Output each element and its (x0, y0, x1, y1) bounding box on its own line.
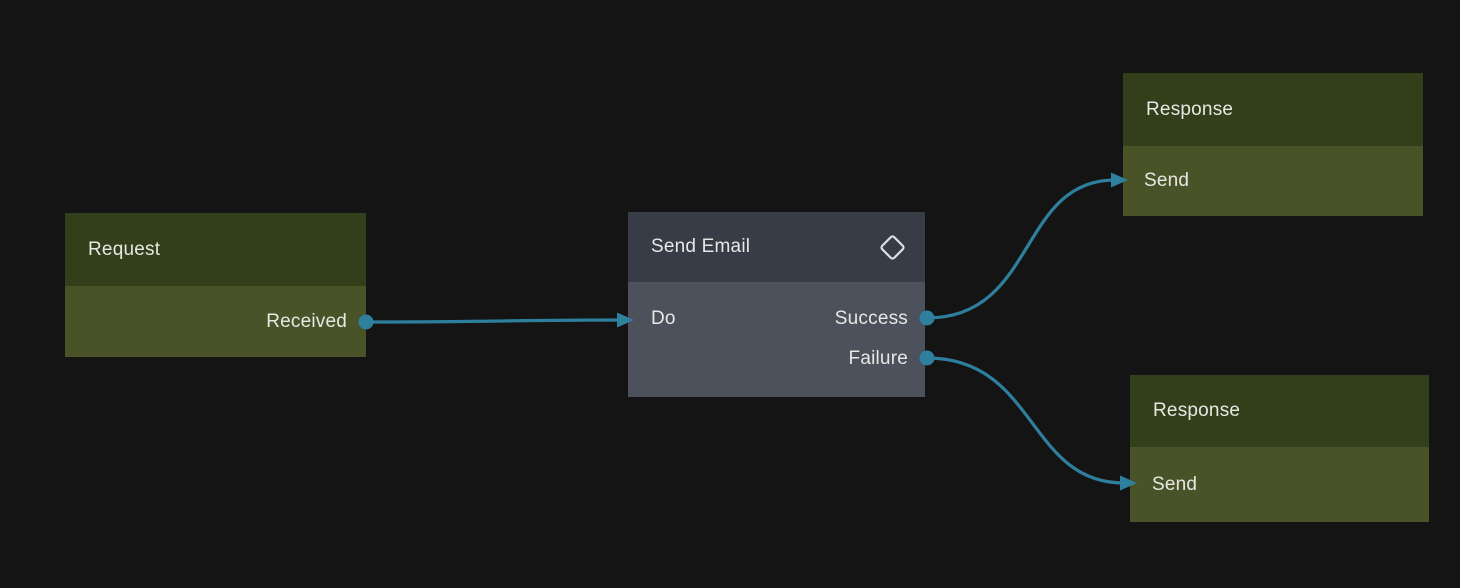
output-port-handle-request-received[interactable] (358, 314, 374, 330)
input-port-arrow-response-top-send[interactable] (1111, 172, 1128, 188)
diamond-icon (879, 234, 906, 261)
node-response-top-header: Response (1123, 73, 1423, 146)
node-response-bottom-header: Response (1130, 375, 1429, 447)
input-port-arrow-response-bottom-send[interactable] (1120, 475, 1137, 491)
node-title: Response (1153, 400, 1241, 421)
node-title: Request (88, 238, 161, 260)
output-port-label-received: Received (266, 310, 347, 332)
input-port-label-send: Send (1144, 170, 1190, 191)
edge-send-email-failure-to-response-send[interactable] (926, 356, 1125, 485)
output-port-label-success: Success (834, 308, 908, 329)
edge-send-email-success-to-response-send[interactable] (926, 178, 1116, 320)
input-port-label-send: Send (1152, 473, 1198, 495)
node-request-body: Received (65, 286, 366, 357)
input-port-label-do: Do (651, 308, 676, 329)
port-row: Do Success (628, 299, 925, 339)
node-response-bottom-body: Send (1130, 447, 1429, 522)
edge-request-received-to-send-email-do[interactable] (365, 318, 622, 324)
port-row: Failure (628, 339, 925, 379)
node-send-email-header: Send Email (628, 212, 925, 282)
input-port-arrow-send-email-do[interactable] (617, 312, 634, 328)
node-response-top-body: Send (1123, 146, 1423, 216)
node-send-email-body: Do Success Failure (628, 282, 925, 397)
output-port-label-failure: Failure (848, 348, 908, 369)
output-port-handle-send-email-success[interactable] (919, 310, 935, 326)
node-request-header: Request (65, 213, 366, 286)
node-response-top[interactable]: Response Send (1123, 73, 1423, 216)
output-port-handle-send-email-failure[interactable] (919, 350, 935, 366)
node-response-bottom[interactable]: Response Send (1130, 375, 1429, 522)
node-request[interactable]: Request Received (65, 213, 366, 357)
node-title: Response (1146, 98, 1234, 120)
node-send-email[interactable]: Send Email Do Success Failure (628, 212, 925, 397)
node-title: Send Email (651, 236, 751, 257)
